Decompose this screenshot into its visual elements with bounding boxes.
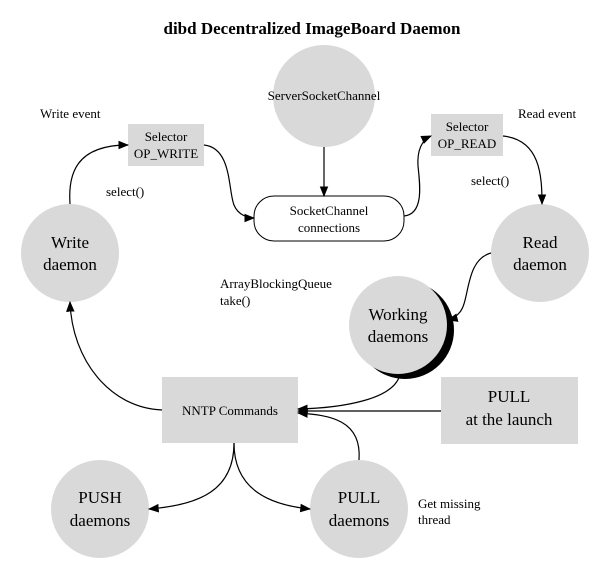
- pull-launch-node: PULL at the launch: [441, 377, 578, 444]
- working-daemons-label-2: daemons: [368, 327, 428, 346]
- read-daemon-node: Read daemon: [491, 204, 589, 302]
- edge-socket-to-selector-read: [403, 135, 432, 217]
- edge-nntp-to-write-daemon: [66, 300, 163, 411]
- get-missing-label-2: thread: [418, 512, 451, 527]
- working-daemons-node: Working daemons: [349, 276, 454, 379]
- read-event-label: Read event: [518, 106, 577, 121]
- selector-write-node: Selector OP_WRITE: [128, 124, 204, 166]
- edge-nntp-to-pull-daemons: [233, 442, 312, 513]
- edges: [66, 135, 547, 513]
- edge-write-daemon-to-selector: [69, 140, 130, 205]
- server-socket-channel-label: ServerSocketChannel: [268, 88, 381, 103]
- write-daemon-node: Write daemon: [21, 204, 119, 302]
- write-daemon-label-1: Write: [51, 233, 89, 252]
- pull-launch-label-2: at the launch: [466, 410, 553, 429]
- edge-read-daemon-to-working: [446, 252, 492, 322]
- diagram-title: dibd Decentralized ImageBoard Daemon: [163, 19, 461, 38]
- queue-label-2: take(): [220, 293, 250, 308]
- socket-channel-node: SocketChannel connections: [253, 195, 405, 242]
- edge-working-to-nntp: [296, 373, 401, 414]
- selector-write-label-1: Selector: [145, 129, 188, 144]
- push-daemons-label-2: daemons: [70, 511, 130, 530]
- select-right-label: select(): [471, 173, 509, 188]
- server-socket-channel-node: ServerSocketChannel: [268, 45, 381, 147]
- pull-daemons-label-2: daemons: [329, 511, 389, 530]
- selector-write-label-2: OP_WRITE: [134, 146, 198, 161]
- selector-read-node: Selector OP_READ: [431, 114, 503, 156]
- working-daemons-label-1: Working: [368, 305, 428, 324]
- selector-read-label-2: OP_READ: [438, 136, 497, 151]
- socket-channel-label-1: SocketChannel: [290, 203, 369, 218]
- selector-read-label-1: Selector: [446, 119, 489, 134]
- edge-selector-write-to-socket: [203, 144, 256, 223]
- push-daemons-node: PUSH daemons: [51, 460, 149, 558]
- read-daemon-label-1: Read: [523, 233, 558, 252]
- get-missing-label-1: Get missing: [418, 496, 481, 511]
- pull-daemons-label-1: PULL: [338, 488, 381, 507]
- nntp-commands-label: NNTP Commands: [182, 403, 278, 418]
- queue-label-1: ArrayBlockingQueue: [220, 276, 332, 291]
- write-daemon-label-2: daemon: [43, 255, 97, 274]
- socket-channel-label-2: connections: [298, 220, 360, 235]
- select-left-label: select(): [106, 184, 144, 199]
- edge-nntp-to-push: [147, 442, 235, 513]
- write-event-label: Write event: [40, 106, 101, 121]
- push-daemons-label-1: PUSH: [78, 488, 121, 507]
- read-daemon-label-2: daemon: [513, 255, 567, 274]
- nntp-commands-node: NNTP Commands: [162, 377, 298, 443]
- edge-pull-daemons-to-nntp: [296, 409, 360, 461]
- pull-launch-label-1: PULL: [488, 387, 531, 406]
- edge-selector-read-to-read-daemon: [502, 135, 547, 206]
- pull-daemons-node: PULL daemons: [310, 460, 408, 558]
